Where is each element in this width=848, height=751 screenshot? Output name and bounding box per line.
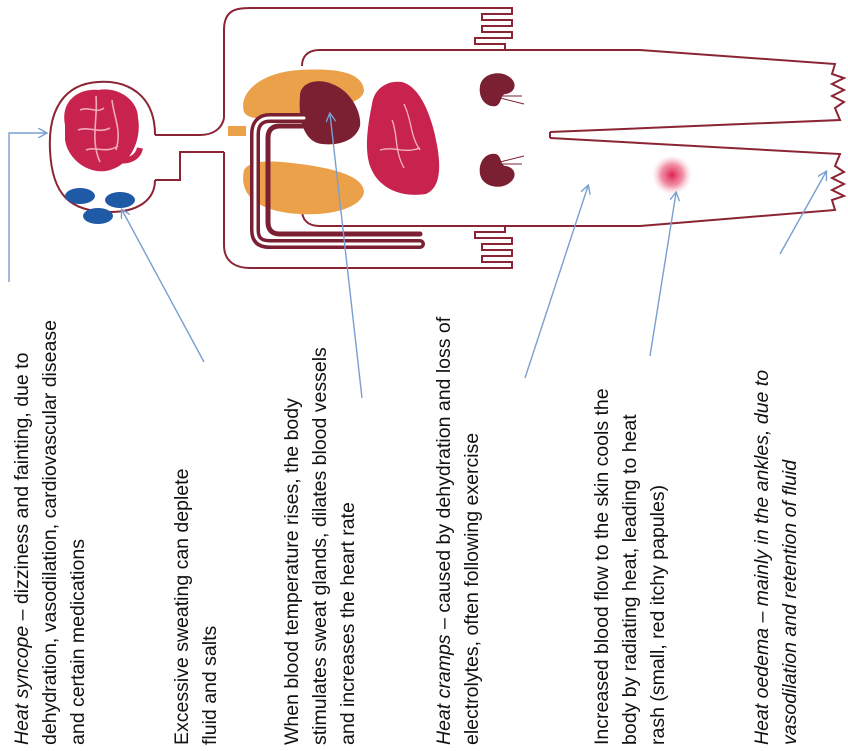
heat-syncope-term: Heat syncope [11,626,33,745]
arrow-heat-syncope [9,133,46,282]
sweat-gland-3 [83,208,113,224]
caption-heat-syncope: Heat syncope – dizziness and fainting, d… [8,285,92,745]
excessive-sweating-text: Excessive sweating can deplete fluid and… [171,469,221,745]
sweat-gland-2 [105,192,135,208]
upper-leg-outline [505,50,844,132]
brain [64,89,140,171]
heat-oedema-term: Heat oedema [751,628,773,745]
caption-heat-cramps: Heat cramps – caused by dehydration and … [430,285,486,745]
caption-excessive-sweating: Excessive sweating can deplete fluid and… [168,445,224,745]
liver [367,82,439,195]
heat-cramps-term: Heat cramps [433,634,455,745]
blood-temperature-text: When blood temperature rises, the body s… [281,347,359,745]
kidney-lower [480,154,515,187]
arrow-heat-rash [650,193,676,356]
sweat-gland-1 [65,188,95,204]
upper-hand-outline [302,8,512,66]
caption-heat-rash: Increased blood flow to the skin cools t… [588,375,672,745]
kidney-upper [480,73,515,106]
heat-rash-text: Increased blood flow to the skin cools t… [591,388,669,745]
heat-rash-spot [652,155,692,195]
caption-blood-temperature: When blood temperature rises, the body s… [278,325,362,745]
neck-outline [155,118,224,180]
body-outline [50,8,844,268]
caption-heat-oedema: Heat oedema – mainly in the ankles, due … [748,275,804,745]
arrow-heat-cramps [525,186,588,378]
kidneys [480,73,524,187]
arrow-excessive-sweating [122,210,204,362]
